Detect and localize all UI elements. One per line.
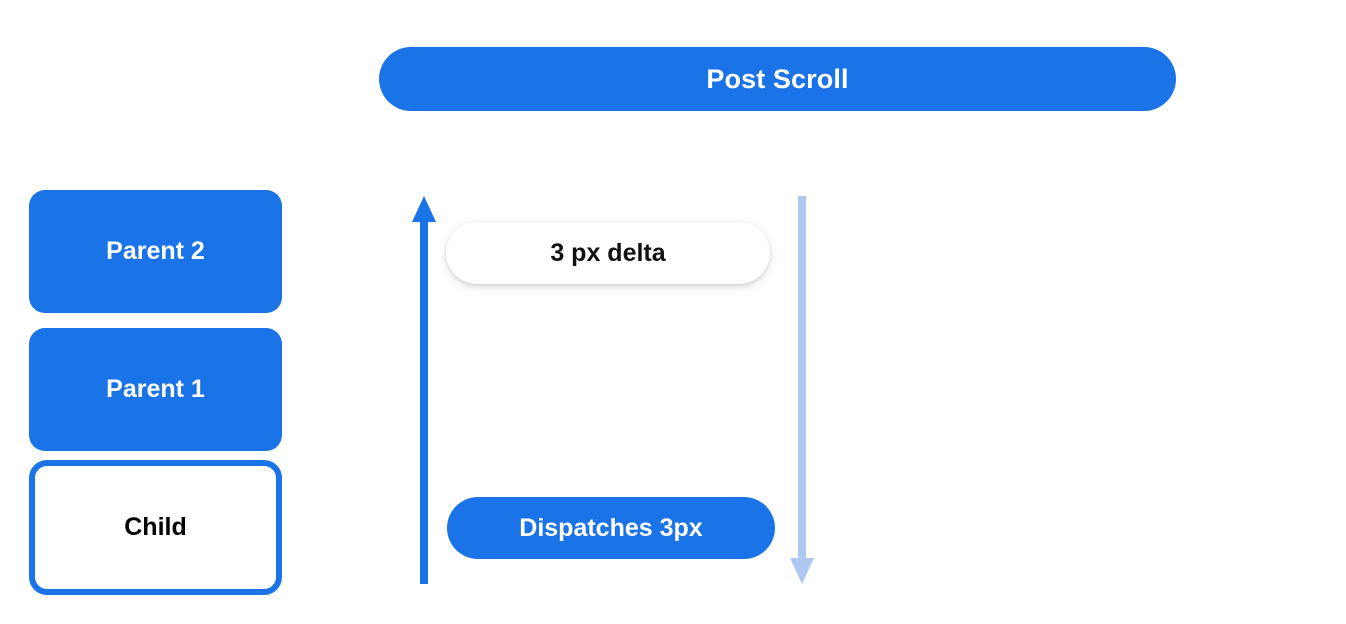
delta-badge-label: 3 px delta — [550, 238, 666, 267]
node-child-label: Child — [124, 513, 187, 541]
dispatch-badge-label: Dispatches 3px — [519, 513, 703, 542]
node-parent-1: Parent 1 — [29, 328, 282, 451]
node-child: Child — [29, 460, 282, 595]
scroll-up-arrow-icon — [411, 196, 437, 584]
scroll-down-arrow-icon — [789, 196, 815, 584]
delta-badge: 3 px delta — [446, 222, 770, 284]
dispatch-badge: Dispatches 3px — [447, 497, 775, 559]
post-scroll-header-label: Post Scroll — [706, 63, 849, 94]
post-scroll-header: Post Scroll — [379, 47, 1176, 111]
node-parent-2: Parent 2 — [29, 190, 282, 313]
node-parent-2-label: Parent 2 — [106, 237, 205, 265]
node-parent-1-label: Parent 1 — [106, 375, 205, 403]
